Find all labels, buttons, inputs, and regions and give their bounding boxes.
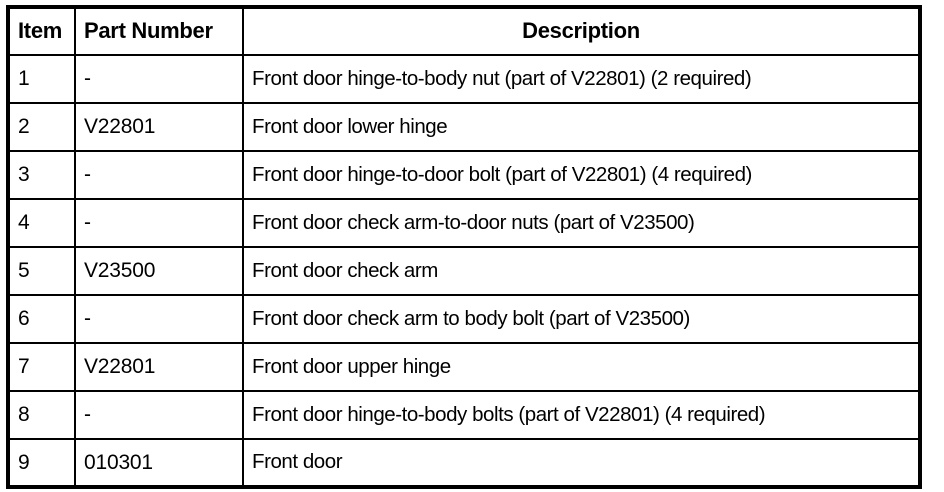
cell-part-number: 010301 [74,438,244,488]
column-header-description: Description [242,6,921,56]
cell-item: 4 [7,198,76,248]
column-header-item: Item [7,6,76,56]
table-row: 1-Front door hinge-to-body nut (part of … [7,54,921,104]
cell-description: Front door check arm to body bolt (part … [242,294,921,344]
cell-item: 3 [7,150,76,200]
cell-description: Front door hinge-to-body bolts (part of … [242,390,921,440]
table-row: 6-Front door check arm to body bolt (par… [7,294,921,344]
table-row: 8-Front door hinge-to-body bolts (part o… [7,390,921,440]
cell-part-number: - [74,390,244,440]
table-body: 1-Front door hinge-to-body nut (part of … [7,54,921,488]
cell-item: 8 [7,390,76,440]
cell-part-number: - [74,54,244,104]
cell-item: 7 [7,342,76,392]
cell-item: 9 [7,438,76,488]
cell-part-number: V23500 [74,246,244,296]
cell-part-number: - [74,150,244,200]
table-header: Item Part Number Description [7,6,921,56]
cell-description: Front door lower hinge [242,102,921,152]
cell-item: 5 [7,246,76,296]
cell-part-number: V22801 [74,342,244,392]
cell-item: 1 [7,54,76,104]
cell-description: Front door check arm-to-door nuts (part … [242,198,921,248]
cell-item: 2 [7,102,76,152]
cell-description: Front door hinge-to-door bolt (part of V… [242,150,921,200]
cell-description: Front door hinge-to-body nut (part of V2… [242,54,921,104]
cell-part-number: V22801 [74,102,244,152]
cell-description: Front door upper hinge [242,342,921,392]
table-row: 4-Front door check arm-to-door nuts (par… [7,198,921,248]
cell-item: 6 [7,294,76,344]
table-row: 3-Front door hinge-to-door bolt (part of… [7,150,921,200]
cell-part-number: - [74,198,244,248]
cell-part-number: - [74,294,244,344]
cell-description: Front door check arm [242,246,921,296]
column-header-part-number: Part Number [74,6,244,56]
table-header-row: Item Part Number Description [7,6,921,56]
parts-table: Item Part Number Description 1-Front doo… [6,5,922,489]
cell-description: Front door [242,438,921,488]
